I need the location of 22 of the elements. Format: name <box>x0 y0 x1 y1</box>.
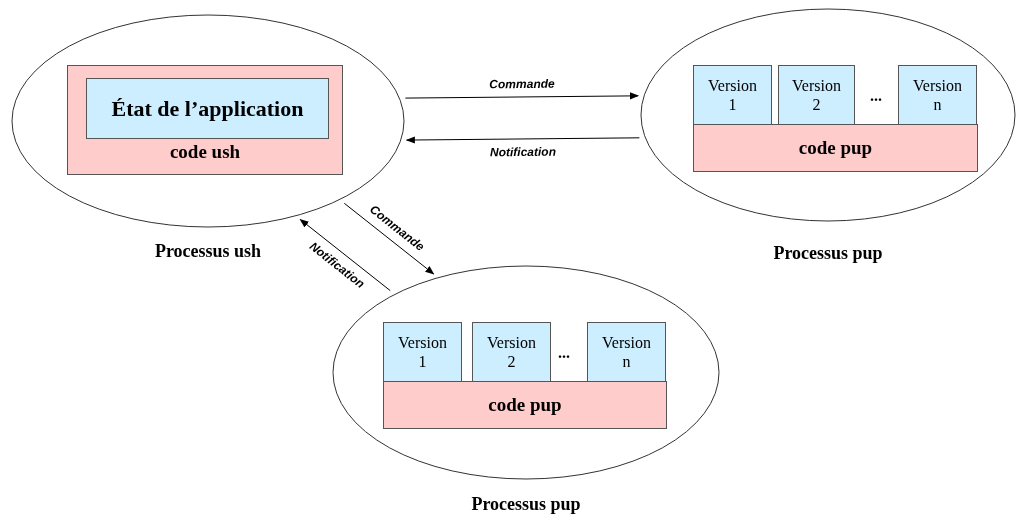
edge-label: Commande <box>487 76 556 92</box>
edge-label: Notification <box>489 144 558 160</box>
code-box: code pup <box>383 381 667 429</box>
arrow <box>343 202 435 275</box>
version-box: Version 2 <box>472 322 551 382</box>
state-box: État de l’application <box>86 78 329 139</box>
code-box: code pup <box>693 124 978 172</box>
code-box <box>67 65 343 175</box>
ellipsis: ... <box>870 88 882 104</box>
version-box: Version n <box>587 322 666 382</box>
process-title: Processus pup <box>772 242 884 264</box>
version-box: Version n <box>898 65 977 125</box>
arrow <box>299 219 391 292</box>
process-title: Processus pup <box>470 493 582 515</box>
process-ellipse <box>640 8 1016 264</box>
code-label: code ush <box>168 140 242 164</box>
arrow <box>405 136 640 144</box>
version-box: Version 2 <box>778 65 855 125</box>
version-box: Version 1 <box>383 322 462 382</box>
ellipsis: ... <box>558 345 570 361</box>
arrow <box>404 92 639 100</box>
version-box: Version 1 <box>693 65 772 125</box>
